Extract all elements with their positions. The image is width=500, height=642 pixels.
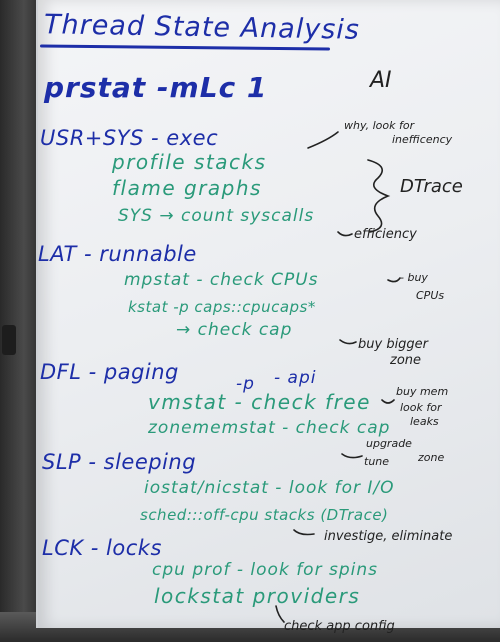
note-leaks: leaks	[410, 415, 439, 428]
lck-lockstat: lockstat providers	[154, 584, 361, 608]
usr-flame-graphs: flame graphs	[112, 176, 262, 200]
lat-mpstat: mpstat - check CPUs	[124, 270, 319, 290]
connector-strokes	[275, 131, 401, 623]
note-investigate: investige, eliminate	[324, 529, 453, 544]
note-cpus: CPUs	[416, 289, 445, 302]
usr-profile-stacks: profile stacks	[112, 150, 267, 174]
note-zone-upgrade: zone	[418, 451, 445, 464]
note-inefficiency: inefficency	[392, 133, 453, 146]
board-clip	[2, 325, 16, 355]
investigate-stroke	[293, 529, 315, 536]
dfl-header: DFL - paging	[40, 360, 179, 384]
note-tune: tune	[364, 455, 390, 468]
usr-sys-count-syscalls: SYS → count syscalls	[118, 206, 315, 226]
lat-kstat: kstat -p caps::cpucaps*	[128, 298, 316, 316]
buy-cpus-stroke	[387, 277, 401, 283]
note-look-for: look for	[400, 401, 442, 414]
dtrace-brace-stroke	[367, 159, 391, 233]
slp-iostat: iostat/nicstat - look for I/O	[144, 478, 395, 498]
efficiency-stroke	[337, 231, 353, 237]
slp-sched-offcpu: sched:::off-cpu stacks (DTrace)	[140, 506, 389, 524]
note-dtrace: DTrace	[400, 176, 463, 197]
lck-header: LCK - locks	[42, 536, 162, 560]
note-buy-bigger: buy bigger	[358, 337, 429, 352]
lck-cpu-prof: cpu prof - look for spins	[152, 560, 378, 580]
lat-header: LAT - runnable	[38, 242, 197, 266]
note-check-app-config: check app config	[284, 619, 395, 634]
note-efficiency: efficiency	[354, 227, 417, 242]
note-why: why, look for	[344, 119, 415, 132]
lat-check-cap: → check cap	[176, 320, 293, 340]
note-buy: - buy	[400, 271, 428, 284]
ai-label: AI	[370, 68, 392, 93]
buy-bigger-stroke	[339, 339, 357, 345]
dfl-p-flag: -p	[236, 374, 255, 394]
dfl-vmstat: vmstat - check free	[148, 390, 371, 414]
usr-sys-header: USR+SYS - exec	[40, 126, 219, 150]
arrow-why-stroke	[307, 131, 339, 149]
upgrade-stroke	[341, 453, 363, 459]
whiteboard: Thread State Analysis prstat -mLc 1 AI U…	[36, 0, 500, 633]
dfl-zonememstat: zonememstat - check cap	[148, 418, 391, 438]
check-app-stroke	[275, 605, 285, 623]
command-prstat: prstat -mLc 1	[44, 71, 268, 104]
slp-header: SLP - sleeping	[42, 450, 197, 474]
note-zone: zone	[390, 353, 422, 368]
dfl-api: - api	[274, 368, 317, 388]
buy-mem-stroke	[381, 399, 395, 404]
whiteboard-frame-left	[0, 0, 40, 642]
note-upgrade: upgrade	[366, 437, 412, 450]
note-buy-mem: buy mem	[396, 385, 449, 398]
